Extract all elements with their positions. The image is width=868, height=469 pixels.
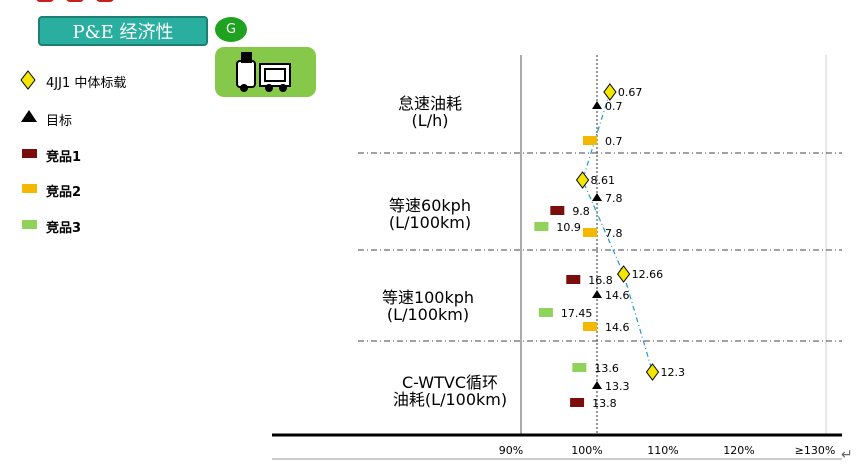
return-arrow-icon: ↵ (841, 447, 853, 463)
x-tick-label: ≥130% (795, 444, 836, 457)
data-label: 14.6 (605, 321, 630, 334)
grade-badge: G (215, 17, 247, 42)
legend-swatch (22, 184, 37, 193)
data-label: 12.66 (632, 268, 664, 281)
category-label-idle: 怠速油耗 (L/h) (360, 95, 500, 129)
data-point-4jj1 (645, 363, 660, 381)
category-label-line1: C-WTVC循环 (401, 373, 498, 392)
legend-label: 目标 (46, 114, 73, 129)
data-label: 9.8 (572, 205, 590, 218)
data-point-target (592, 193, 602, 201)
data-point-competitor (583, 228, 597, 237)
category-label-line2: (L/100km) (388, 213, 472, 232)
category-label-cwtvc: C-WTVC循环 油耗(L/100km) (380, 374, 520, 408)
data-label: 7.8 (605, 192, 623, 205)
category-label-60kph: 等速60kph (L/100km) (360, 197, 500, 231)
data-label: 0.7 (605, 135, 623, 148)
legend-label: 竞品3 (46, 221, 82, 236)
data-label: 14.6 (605, 289, 630, 302)
data-label: 16.8 (588, 274, 613, 287)
data-label: 7.8 (605, 227, 623, 240)
data-label: 0.67 (618, 86, 643, 99)
data-point-competitor (572, 363, 587, 372)
category-label-100kph: 等速100kph (L/100km) (358, 289, 498, 323)
data-label: 17.45 (561, 307, 593, 320)
data-point-4jj1 (603, 83, 617, 101)
legend-swatch (22, 149, 37, 158)
data-point-target (592, 101, 602, 109)
data-point-4jj1 (616, 265, 631, 283)
data-point-target (592, 290, 602, 298)
data-label: 13.6 (594, 362, 619, 375)
x-tick-label: 120% (723, 444, 754, 457)
data-point-target (592, 381, 602, 389)
category-label-line2: 油耗(L/100km) (392, 390, 508, 409)
data-label: 10.9 (556, 221, 581, 234)
page-title: P&E 经济性 (38, 16, 208, 46)
data-point-competitor (550, 206, 565, 215)
x-tick-label: 100% (571, 444, 602, 457)
diamond-icon (20, 70, 36, 90)
legend-label: 4JJ1 中体标载 (46, 76, 127, 91)
data-point-competitor (583, 136, 597, 145)
legend-label: 竞品2 (46, 185, 82, 200)
top-red-decoration (36, 0, 136, 3)
data-point-competitor (538, 308, 553, 317)
data-label: 0.7 (605, 100, 623, 113)
legend-swatch (22, 220, 37, 229)
x-tick-label: 90% (499, 444, 523, 457)
data-label: 13.8 (592, 397, 617, 410)
data-point-competitor (534, 222, 549, 231)
category-label-line1: 怠速油耗 (397, 94, 462, 113)
category-label-line2: (L/h) (411, 111, 449, 130)
category-label-line1: 等速60kph (389, 196, 471, 215)
truck-icon (215, 47, 316, 97)
data-point-competitor (570, 398, 585, 407)
data-label: 8.61 (591, 174, 616, 187)
legend-label: 竞品1 (46, 150, 82, 165)
x-tick-label: 110% (647, 444, 678, 457)
data-label: 12.3 (660, 366, 685, 379)
triangle-icon (21, 110, 37, 122)
data-point-4jj1 (575, 171, 590, 189)
data-point-competitor (583, 322, 597, 331)
category-label-line1: 等速100kph (381, 288, 475, 307)
data-label: 13.3 (605, 380, 630, 393)
category-label-line2: (L/100km) (386, 305, 470, 324)
data-point-competitor (566, 275, 581, 284)
